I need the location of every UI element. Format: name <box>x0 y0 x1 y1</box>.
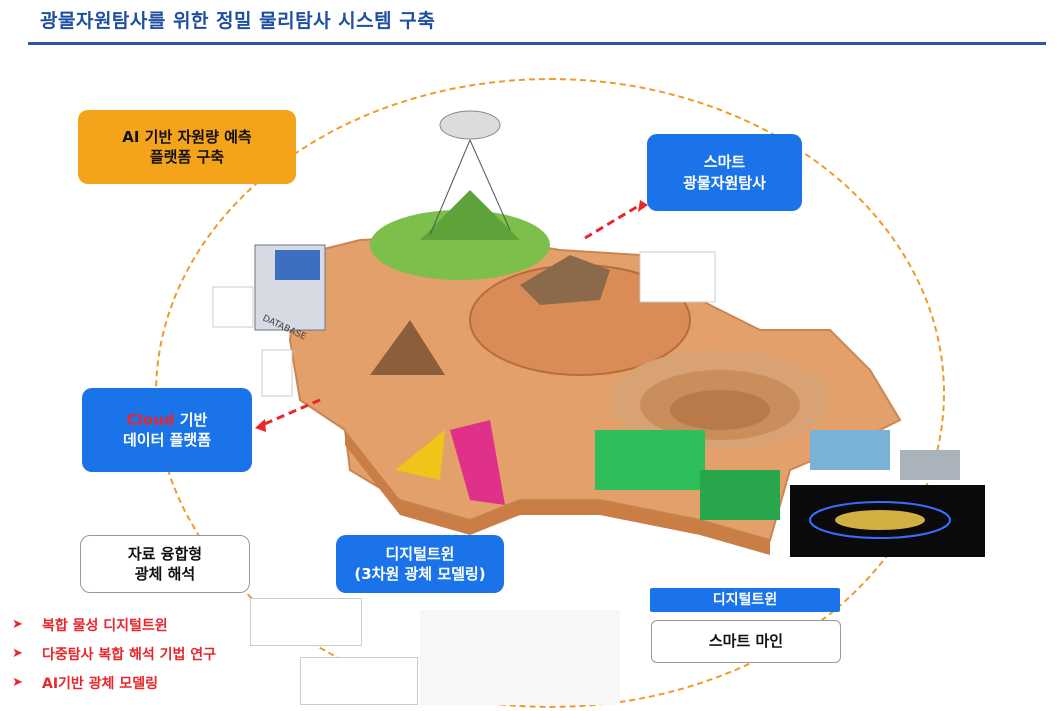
fusion-line2: 광체 해석 <box>134 565 196 583</box>
bullet-text: 다중탐사 복합 해석 기법 연구 <box>42 646 217 663</box>
ai-platform-box: AI 기반 자원량 예측 플랫폼 구축 <box>78 110 296 184</box>
digital-twin-line2: (3차원 광체 모델링) <box>354 565 486 583</box>
analysis-thumbnail-3 <box>420 610 620 705</box>
chevron-right-icon: ➤ <box>12 675 23 690</box>
cloud-word: Cloud <box>126 410 175 429</box>
analysis-thumbnail-2 <box>300 657 418 705</box>
fusion-analysis-box: 자료 융합형 광체 해석 <box>80 535 250 593</box>
title-underline <box>28 42 1046 45</box>
digital-twin-modeling-box: 디지털트윈 (3차원 광체 모델링) <box>336 535 504 593</box>
bullet-list: ➤ 복합 물성 디지털트윈 ➤ 다중탐사 복합 해석 기법 연구 ➤ AI기반 광체 … <box>12 610 216 697</box>
bullet-item: ➤ 다중탐사 복합 해석 기법 연구 <box>12 639 216 668</box>
smart-mine-box: 스마트 마인 <box>651 620 841 663</box>
ai-platform-line1: AI 기반 자원량 예측 <box>122 127 252 146</box>
smart-exploration-box: 스마트 광물자원탐사 <box>647 134 802 211</box>
bullet-item: ➤ AI기반 광체 모델링 <box>12 668 216 697</box>
page-title: 광물자원탐사를 위한 정밀 물리탐사 시스템 구축 <box>40 10 436 32</box>
digital-twin-header: 디지털트윈 <box>650 588 840 612</box>
cloud-rest: 기반 <box>174 410 208 429</box>
digital-twin-line1: 디지털트윈 <box>385 544 455 563</box>
analysis-thumbnail-1 <box>250 598 362 646</box>
cloud-platform-box: Cloud 기반 데이터 플랫폼 <box>82 388 252 472</box>
bullet-text: AI기반 광체 모델링 <box>42 675 158 692</box>
bullet-text: 복합 물성 디지털트윈 <box>42 617 168 634</box>
fusion-line1: 자료 융합형 <box>127 544 203 563</box>
smart-exploration-line2: 광물자원탐사 <box>683 173 766 192</box>
cloud-platform-line2: 데이터 플랫폼 <box>122 431 212 449</box>
ai-platform-line2: 플랫폼 구축 <box>149 148 225 166</box>
chevron-right-icon: ➤ <box>12 617 23 632</box>
chevron-right-icon: ➤ <box>12 646 23 661</box>
smart-exploration-line1: 스마트 <box>703 153 746 172</box>
bullet-item: ➤ 복합 물성 디지털트윈 <box>12 610 216 639</box>
cloud-platform-line1: Cloud 기반 <box>127 410 208 430</box>
